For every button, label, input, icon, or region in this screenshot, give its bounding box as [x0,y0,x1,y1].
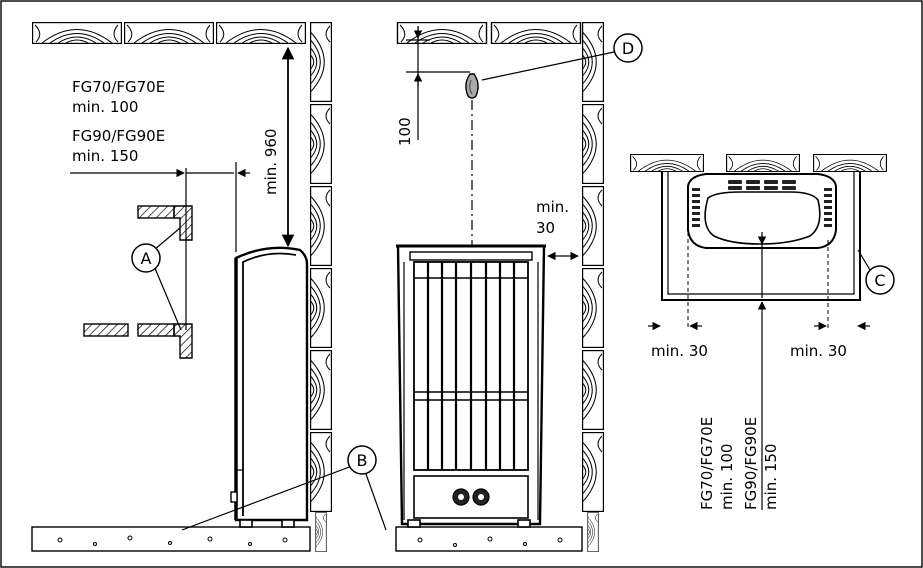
top-right-clearance: min. 30 [790,342,847,360]
callout-b-label: B [357,451,368,470]
callout-a-label: A [141,249,152,268]
callout-a-circle [131,243,161,273]
front-side-clearance-line2: 30 [536,219,555,237]
sensor-offset-label: 100 [396,117,414,146]
front-view: 100 D min. 30 [347,22,643,552]
side-model-2: FG90/FG90E [72,127,165,145]
callout-b-circle [347,445,377,475]
front-side-clearance-line1: min. [536,198,569,216]
side-view: min. 960 FG70/FG70E min. 100 FG90/FG90E … [31,22,353,552]
guard-rail-upper [137,205,193,241]
callout-c-leader [857,249,871,271]
side-wall [310,22,332,552]
side-floor-texture [57,535,288,546]
heater-side-profile [230,246,309,528]
front-floor-texture [417,536,563,547]
top-model-1: FG70/FG70E [698,417,716,510]
callout-d-leader [481,51,615,81]
temperature-sensor [465,73,479,99]
callout-a-leader-1 [153,227,181,251]
callout-c-circle [865,265,895,295]
top-guard-rail-inner [667,172,855,295]
side-ceiling [32,22,306,44]
front-floor [395,526,583,552]
top-clearance-label: min. 960 [262,129,280,195]
callout-d-label: D [622,39,634,58]
callout-b-leader-2 [365,473,387,531]
callout-d-circle [613,33,643,63]
top-view: min. 30 min. 30 FG70/FG70E min. 100 FG90… [629,154,895,510]
side-model-1-min: min. 100 [72,98,138,116]
top-model-2-min: min. 150 [762,444,780,510]
top-guard-rail [661,172,861,301]
callout-a-leader-2 [153,265,182,331]
top-model-1-min: min. 100 [718,444,736,510]
guard-rail-lower [83,323,193,359]
front-wall [582,22,604,552]
side-floor [31,526,311,552]
side-model-1: FG70/FG70E [72,78,165,96]
callout-c-label: C [874,271,885,290]
heater-top [687,173,837,249]
top-dashed-guides [687,232,829,330]
heater-front [396,244,546,528]
top-ceiling [629,154,888,172]
top-left-clearance: min. 30 [651,342,708,360]
callout-b-leader-1 [181,465,353,531]
side-model-2-min: min. 150 [72,147,138,165]
top-model-2: FG90/FG90E [742,417,760,510]
